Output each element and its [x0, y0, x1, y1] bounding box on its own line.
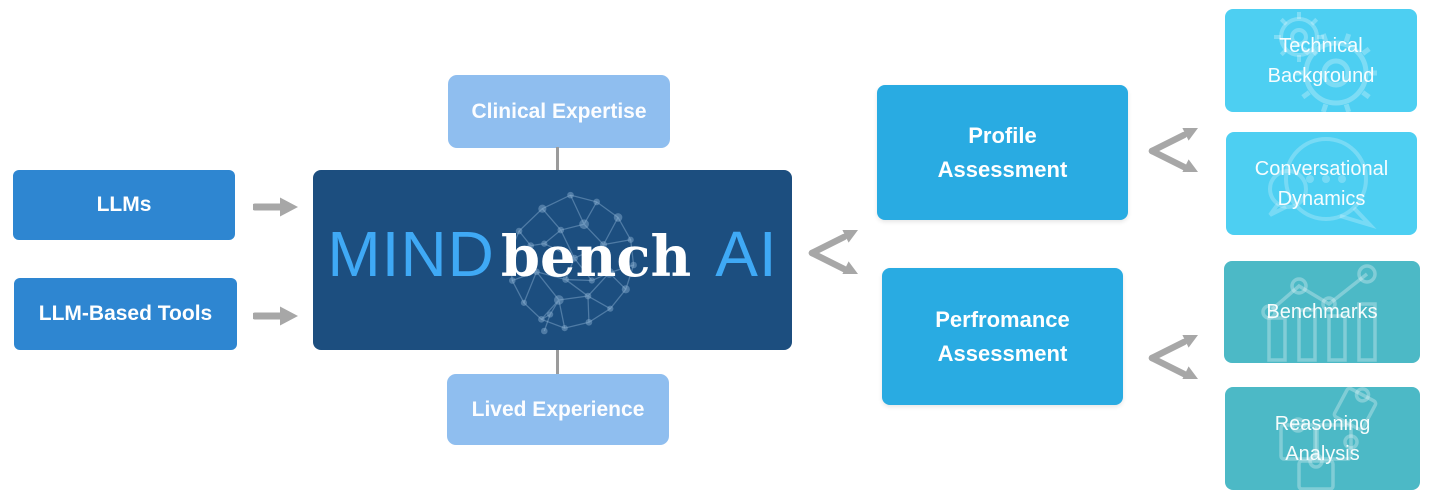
connector-line [556, 350, 559, 375]
connector-line [556, 147, 559, 171]
clinical-expertise-label: Clinical Expertise [471, 99, 647, 123]
branch-arrow-icon [1148, 335, 1198, 379]
technical-background-label: Technical Background [1267, 34, 1375, 87]
profile-assessment-label: Profile Assessment [937, 122, 1068, 182]
technical-background-box: Technical Background [1225, 9, 1417, 112]
lived-experience-box: Lived Experience [447, 374, 669, 445]
conversational-dynamics-label: Conversational Dynamics [1254, 157, 1389, 210]
logo-ai-text: AI [715, 218, 778, 290]
branch-arrow-icon [1148, 128, 1198, 172]
arrow-right-icon [253, 197, 298, 217]
performance-assessment-label: Perfromance Assessment [935, 306, 1070, 366]
benchmarks-box: Benchmarks [1224, 261, 1420, 363]
benchmarks-label: Benchmarks [1266, 301, 1378, 323]
profile-assessment-box: Profile Assessment [877, 85, 1128, 220]
llms-label: LLMs [96, 193, 152, 216]
llm-based-tools-label: LLM-Based Tools [38, 302, 213, 325]
logo-mind-text: MIND [327, 218, 495, 290]
llm-based-tools-box: LLM-Based Tools [14, 278, 237, 350]
lived-experience-label: Lived Experience [471, 397, 645, 421]
clinical-expertise-box: Clinical Expertise [448, 75, 670, 148]
arrow-right-icon [253, 306, 298, 326]
branch-arrow-icon [808, 230, 858, 274]
brain-network-icon [506, 191, 637, 335]
chat-bubbles-icon [1267, 136, 1377, 229]
bar-chart-icon [1261, 263, 1377, 362]
performance-assessment-box: Perfromance Assessment [882, 268, 1123, 405]
conversational-dynamics-box: Conversational Dynamics [1226, 132, 1417, 235]
reasoning-analysis-label: Reasoning Analysis [1274, 412, 1371, 465]
gears-icon [1274, 11, 1377, 112]
reasoning-analysis-box: Reasoning Analysis [1225, 387, 1420, 490]
puzzle-icon [1278, 387, 1377, 490]
llms-box: LLMs [13, 170, 235, 240]
logo-bench-text: bench [500, 224, 692, 290]
